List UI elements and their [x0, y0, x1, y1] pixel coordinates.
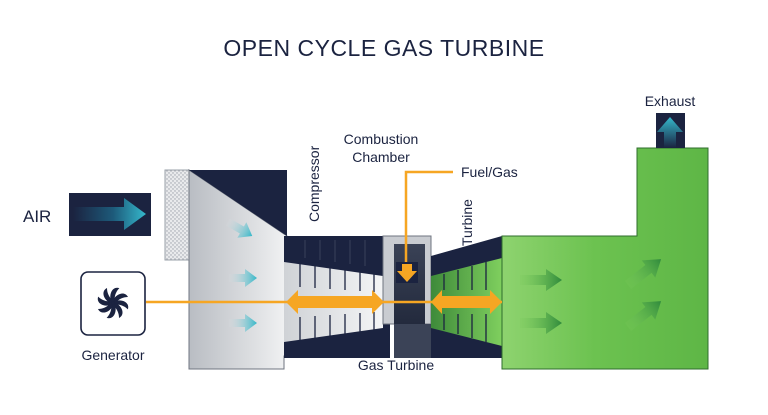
turbine-label: Turbine — [459, 199, 475, 246]
air-label: AIR — [23, 207, 51, 226]
fuel-line — [404, 170, 453, 262]
compressor-dark-wedge — [189, 170, 287, 236]
generator-label: Generator — [81, 347, 144, 363]
exhaust-flow-arrow-icon — [624, 301, 662, 331]
turbine-blades — [443, 262, 487, 342]
exhaust-arrow-icon — [656, 113, 685, 148]
compressor-shaft-arrow-icon — [286, 290, 384, 314]
air-inlet-arrow-icon — [69, 193, 151, 236]
combustion-bottom — [394, 324, 431, 358]
exhaust-flow-arrow-icon — [520, 312, 562, 334]
exhaust-flow-arrow-icon — [520, 269, 562, 291]
airflow-arrow-icon — [229, 269, 257, 287]
exhaust-duct — [501, 147, 709, 370]
airflow-arrow-icon — [229, 314, 257, 332]
airflow-arrows — [226, 218, 257, 332]
exhaust-label: Exhaust — [645, 93, 696, 109]
gas-turbine-label: Gas Turbine — [358, 357, 434, 373]
fan-icon — [97, 287, 129, 319]
diagram-title: OPEN CYCLE GAS TURBINE — [223, 35, 544, 61]
exhaust-flow-arrow-icon — [624, 259, 662, 289]
fuel-gas-label: Fuel/Gas — [461, 164, 518, 180]
compressor-label: Compressor — [306, 145, 322, 222]
housing-ticks — [304, 240, 366, 266]
fuel-arrow-icon — [396, 262, 418, 283]
turbine-shaft-arrow-icon — [431, 290, 502, 314]
combustion-label-line2: Chamber — [352, 149, 410, 165]
airflow-arrow-icon — [226, 218, 253, 238]
exhaust-flow-arrows — [520, 259, 662, 334]
compressor-blades — [299, 264, 375, 340]
combustion-label-line1: Combustion — [344, 131, 419, 147]
inlet-filter — [164, 169, 190, 261]
generator — [80, 271, 146, 336]
combustion-inner — [394, 244, 425, 324]
